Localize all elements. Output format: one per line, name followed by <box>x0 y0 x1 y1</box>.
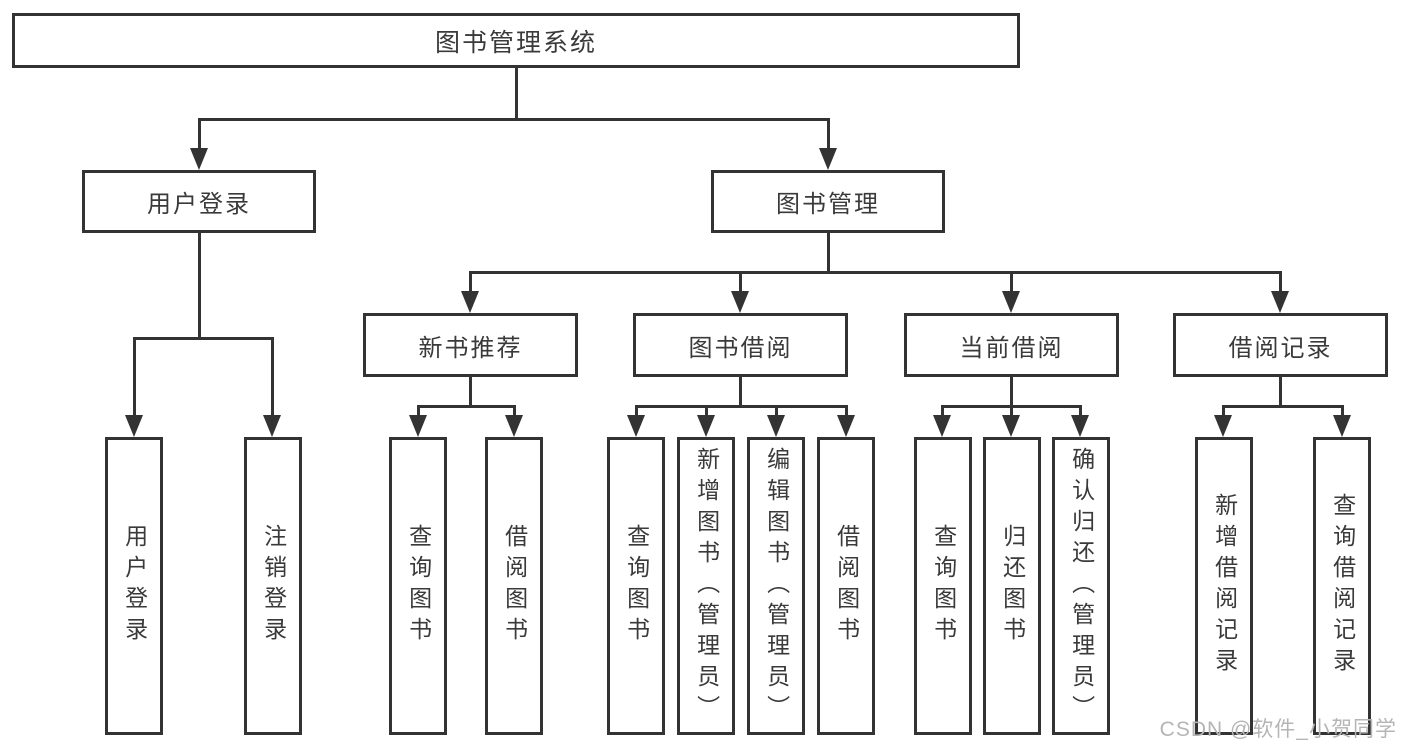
node-label: 新增借阅记录 <box>1211 493 1238 679</box>
node-label: 图书借阅 <box>688 334 793 362</box>
arrow-down-icon <box>627 415 645 437</box>
connector-line <box>739 271 742 293</box>
node-book-management: 图书管理 <box>711 170 945 233</box>
arrow-down-icon <box>1002 415 1020 437</box>
connector-line <box>1279 377 1282 407</box>
leaf-add-books-admin: 新增图书（管理员） <box>677 437 735 735</box>
arrow-down-icon <box>731 291 749 313</box>
connector-line <box>1010 405 1013 418</box>
leaf-return-books: 归还图书 <box>983 437 1041 735</box>
node-label: 图书管理系统 <box>434 28 597 57</box>
leaf-borrow-books: 借阅图书 <box>817 437 875 735</box>
connector-line <box>1010 377 1013 407</box>
node-label: 用户登录 <box>121 524 148 648</box>
connector-line <box>198 118 830 121</box>
node-book-borrow: 图书借阅 <box>633 313 848 377</box>
connector-line <box>827 118 830 150</box>
connector-line <box>1279 271 1282 293</box>
arrow-down-icon <box>125 415 143 437</box>
connector-line <box>739 377 742 407</box>
arrow-down-icon <box>1333 415 1351 437</box>
arrow-down-icon <box>409 415 427 437</box>
leaf-query-books-recommend: 查询图书 <box>389 437 447 735</box>
connector-line <box>1079 405 1082 418</box>
connector-line <box>133 337 136 417</box>
csdn-watermark: CSDN @软件_小贺同学 <box>1159 718 1397 741</box>
node-label: 新书推荐 <box>418 334 523 362</box>
leaf-edit-books-admin: 编辑图书（管理员） <box>747 437 805 735</box>
node-label: 借阅图书 <box>833 524 860 648</box>
connector-line <box>417 405 515 408</box>
connector-line <box>1222 405 1225 418</box>
arrow-down-icon <box>1214 415 1232 437</box>
arrow-down-icon <box>1271 291 1289 313</box>
node-label: 查询图书 <box>405 524 432 648</box>
connector-line <box>635 405 638 418</box>
leaf-query-borrow-record: 查询借阅记录 <box>1313 437 1371 735</box>
node-label: 当前借阅 <box>959 334 1064 362</box>
connector-line <box>271 337 274 417</box>
connector-line <box>198 233 201 337</box>
connector-line <box>775 405 778 418</box>
node-label: 新增图书（管理员） <box>693 446 720 726</box>
arrow-down-icon <box>697 415 715 437</box>
arrow-down-icon <box>933 415 951 437</box>
node-label: 编辑图书（管理员） <box>763 446 790 726</box>
node-new-book-recommend: 新书推荐 <box>363 313 578 377</box>
arrow-down-icon <box>1071 415 1089 437</box>
node-label: 注销登录 <box>260 524 287 648</box>
arrow-down-icon <box>505 415 523 437</box>
connector-line <box>705 405 708 418</box>
connector-line <box>469 271 1281 274</box>
node-current-borrow: 当前借阅 <box>904 313 1119 377</box>
arrow-down-icon <box>1002 291 1020 313</box>
node-label: 借阅图书 <box>501 524 528 648</box>
arrow-down-icon <box>767 415 785 437</box>
leaf-logout: 注销登录 <box>244 437 302 735</box>
connector-line <box>1010 271 1013 293</box>
node-label: 查询图书 <box>623 524 650 648</box>
leaf-query-books-borrow: 查询图书 <box>607 437 665 735</box>
connector-line <box>133 337 274 340</box>
node-label: 确认归还（管理员） <box>1068 446 1095 726</box>
connector-line <box>417 405 420 418</box>
arrow-down-icon <box>461 291 479 313</box>
connector-line <box>515 68 518 118</box>
node-label: 归还图书 <box>999 524 1026 648</box>
leaf-confirm-return-admin: 确认归还（管理员） <box>1052 437 1110 735</box>
connector-line <box>198 118 201 150</box>
node-user-login: 用户登录 <box>82 170 316 233</box>
arrow-down-icon <box>263 415 281 437</box>
leaf-user-login: 用户登录 <box>105 437 163 735</box>
connector-line <box>1341 405 1344 418</box>
connector-line <box>513 405 516 418</box>
arrow-down-icon <box>837 415 855 437</box>
node-root-system: 图书管理系统 <box>12 13 1020 68</box>
node-label: 用户登录 <box>147 191 251 218</box>
connector-line <box>469 271 472 293</box>
node-borrow-records: 借阅记录 <box>1173 313 1388 377</box>
node-label: 查询图书 <box>930 524 957 648</box>
connector-line <box>845 405 848 418</box>
leaf-query-books-current: 查询图书 <box>914 437 972 735</box>
arrow-down-icon <box>190 148 208 170</box>
leaf-add-borrow-record: 新增借阅记录 <box>1195 437 1253 735</box>
connector-line <box>827 233 830 273</box>
connector-line <box>1222 405 1342 408</box>
node-label: 借阅记录 <box>1228 334 1333 362</box>
connector-line <box>469 377 472 407</box>
arrow-down-icon <box>819 148 837 170</box>
connector-line <box>635 405 847 408</box>
connector-line <box>941 405 944 418</box>
node-label: 图书管理 <box>776 191 880 218</box>
node-label: 查询借阅记录 <box>1329 493 1356 679</box>
leaf-borrow-books-recommend: 借阅图书 <box>485 437 543 735</box>
